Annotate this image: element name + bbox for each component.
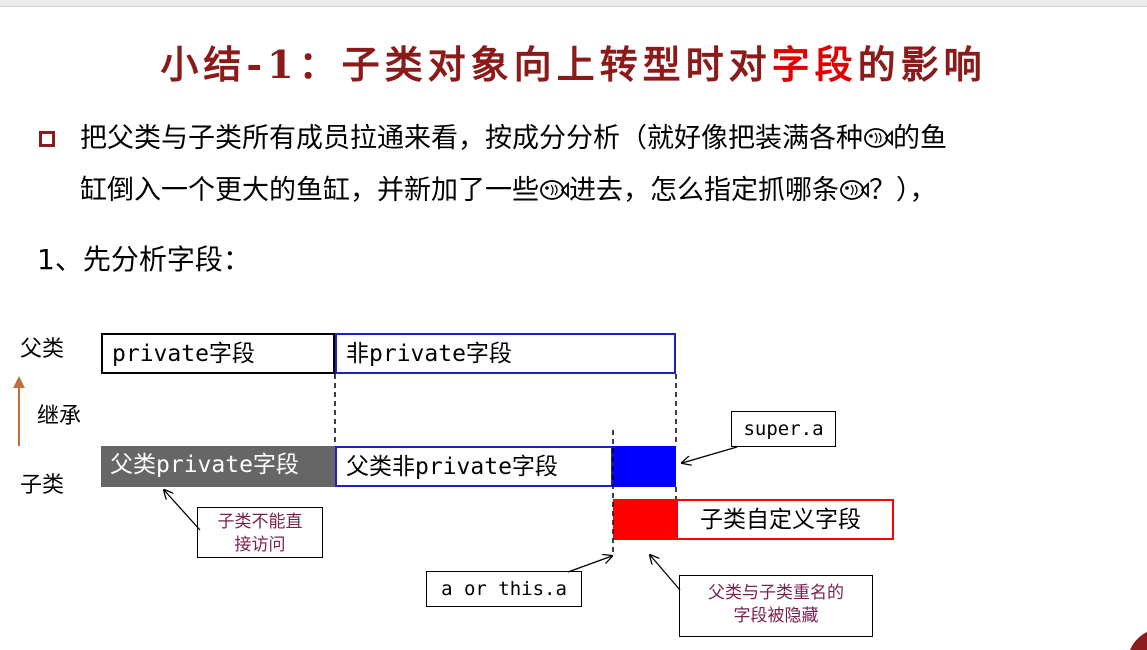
top-border xyxy=(0,0,1147,7)
bullet-text: 进去，怎么指定抓哪条 xyxy=(569,175,839,206)
callout-arrow xyxy=(164,490,201,531)
child-field-block xyxy=(613,499,676,540)
fish-icon xyxy=(540,180,569,200)
child-parent-nonprivate-field: 父类非private字段 xyxy=(335,446,613,487)
note-line: 字段被隐藏 xyxy=(733,606,819,626)
super-callout: super.a xyxy=(731,411,836,447)
callout-arrow xyxy=(567,556,612,573)
inherit-label: 继承 xyxy=(37,404,82,429)
callout-arrow xyxy=(650,555,681,591)
child-parent-private-field: 父类private字段 xyxy=(101,446,335,487)
child-own-field: 子类自定义字段 xyxy=(676,499,894,540)
note-line: 父类与子类重名的 xyxy=(708,583,844,603)
fish-icon xyxy=(840,180,869,200)
title-part2: 的影响 xyxy=(857,42,987,87)
bullet-text: 缸倒入一个更大的鱼缸，并新加了一些 xyxy=(80,175,539,206)
bullet-text: ？）， xyxy=(869,175,937,206)
title-highlight: 字段 xyxy=(771,42,858,87)
note-line: 接访问 xyxy=(234,535,286,555)
bullet-line-2: 缸倒入一个更大的鱼缸，并新加了一些进去，怎么指定抓哪条 ？）， xyxy=(80,174,937,208)
this-callout: a or this.a xyxy=(426,571,582,607)
parent-nonprivate-field: 非private字段 xyxy=(335,333,676,374)
bullet-line-1: 把父类与子类所有成员拉通来看，按成分分析（就好像把装满各种的鱼 xyxy=(80,122,947,156)
bullet-square-icon xyxy=(39,131,55,147)
title-part1: 小结-1：子类对象向上转型时对 xyxy=(160,42,772,87)
fish-icon xyxy=(864,128,893,148)
bullet-text: 把父类与子类所有成员拉通来看，按成分分析（就好像把装满各种 xyxy=(80,123,863,154)
parent-label: 父类 xyxy=(20,337,65,362)
no-access-note: 子类不能直 接访问 xyxy=(197,507,323,558)
note-line: 子类不能直 xyxy=(217,512,303,532)
child-label: 子类 xyxy=(20,473,65,498)
corner-decoration xyxy=(1130,632,1147,650)
hidden-note: 父类与子类重名的 字段被隐藏 xyxy=(679,575,873,637)
page-title: 小结-1：子类对象向上转型时对字段的影响 xyxy=(0,34,1147,89)
bullet-text: 的鱼 xyxy=(893,123,947,154)
step-heading: 1、先分析字段： xyxy=(37,243,251,276)
hidden-field-block xyxy=(613,446,676,487)
parent-private-field: private字段 xyxy=(101,333,335,374)
callout-arrow xyxy=(682,446,738,463)
